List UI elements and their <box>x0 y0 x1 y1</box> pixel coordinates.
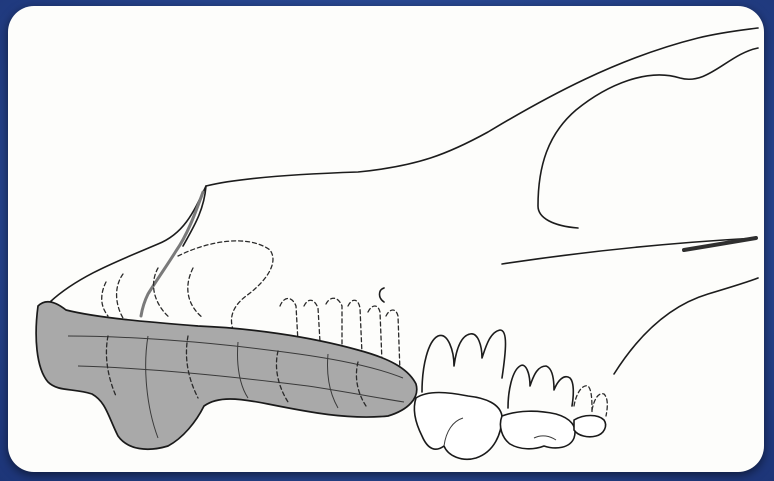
shaded-mass <box>36 302 417 450</box>
skull-drawing <box>8 6 764 472</box>
tooth-crowns <box>414 393 605 460</box>
foramen-mark <box>380 288 385 302</box>
illustration-frame <box>8 6 764 472</box>
